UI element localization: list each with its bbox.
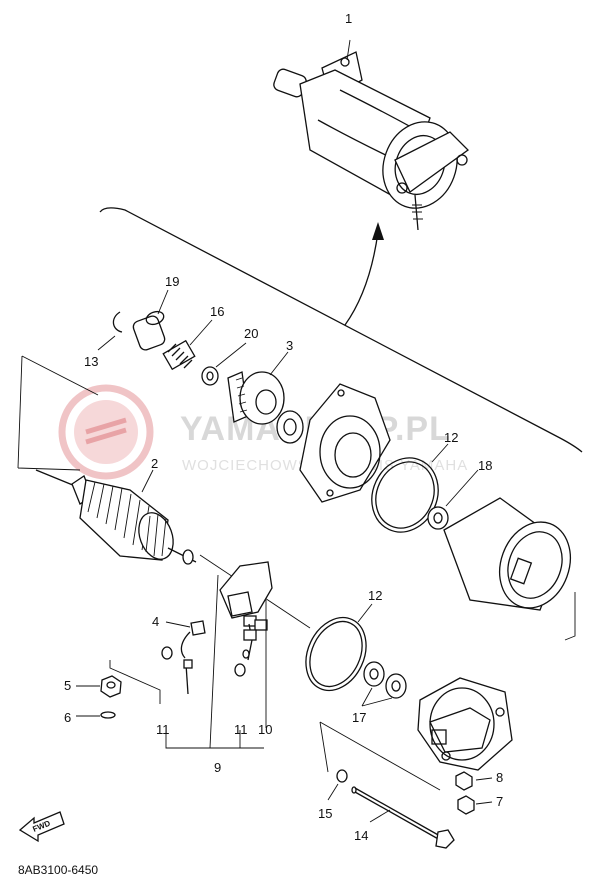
callout-17: 17 <box>352 710 366 725</box>
nut-5 <box>100 675 122 698</box>
callout-7: 7 <box>496 794 503 809</box>
collar-19 <box>132 310 166 351</box>
starter-motor-assembly <box>273 51 469 231</box>
washer-6 <box>100 711 116 719</box>
assembly-arrow-head <box>372 222 384 240</box>
callout-6: 6 <box>64 710 71 725</box>
washer-18 <box>427 506 449 530</box>
washer-20 <box>201 366 219 386</box>
diagram-part-code: 8AB3100-6450 <box>18 863 98 877</box>
nut-7 <box>457 795 475 815</box>
brush-holder-plate <box>219 561 273 661</box>
callout-4: 4 <box>152 614 159 629</box>
rear-cover <box>417 677 513 771</box>
group-bracket-left <box>17 355 99 471</box>
group-line-9 <box>165 730 264 749</box>
leader-20 <box>215 342 247 368</box>
assembly-arrow-line <box>344 231 379 326</box>
oil-seal <box>276 410 304 444</box>
leader-8 <box>475 777 493 781</box>
leader-2 <box>141 469 154 493</box>
armature-2 <box>35 469 197 565</box>
terminal-parts-11 <box>161 646 250 695</box>
callout-20: 20 <box>244 326 258 341</box>
assembly-bracket <box>99 207 583 453</box>
callout-9: 9 <box>214 760 221 775</box>
leader-13 <box>97 335 116 351</box>
leader-19 <box>157 289 169 315</box>
callout-8: 8 <box>496 770 503 785</box>
o-ring-15 <box>336 769 348 783</box>
callout-1: 1 <box>345 11 352 26</box>
leader-12-lower <box>357 603 373 623</box>
front-cover <box>299 383 391 503</box>
callout-19: 19 <box>165 274 179 289</box>
callout-16: 16 <box>210 304 224 319</box>
callout-15: 15 <box>318 806 332 821</box>
fwd-arrow-icon: FWD <box>18 811 65 843</box>
callout-2: 2 <box>151 456 158 471</box>
callout-12-lower: 12 <box>368 588 382 603</box>
callout-14: 14 <box>354 828 368 843</box>
leader-17 <box>361 687 393 707</box>
guide-line-9 <box>209 574 219 749</box>
yoke-housing <box>443 497 571 611</box>
group-bracket-11 <box>109 660 161 704</box>
brush-4 <box>180 620 206 659</box>
shims-17 <box>363 661 407 699</box>
leader-15 <box>327 783 339 801</box>
spring-16 <box>162 339 196 371</box>
leader-14 <box>369 809 391 823</box>
callout-3: 3 <box>286 338 293 353</box>
callout-11-right: 11 <box>234 722 248 737</box>
leader-7 <box>475 801 493 805</box>
callout-10: 10 <box>258 722 272 737</box>
circlip-13 <box>112 311 123 333</box>
leader-4 <box>165 621 191 628</box>
callout-13: 13 <box>84 354 98 369</box>
leader-12-upper <box>431 443 449 463</box>
leader-3 <box>269 351 289 376</box>
pinion-gear-3 <box>227 371 285 425</box>
nut-8 <box>455 771 473 791</box>
leader-1 <box>346 39 351 61</box>
callout-12-upper: 12 <box>444 430 458 445</box>
o-ring-12-lower <box>305 616 367 692</box>
callout-11-left: 11 <box>156 722 170 737</box>
through-bolt-14 <box>351 786 455 849</box>
group-bracket-rear <box>319 721 441 791</box>
group-bracket-right <box>564 592 576 641</box>
leader-16 <box>189 319 213 346</box>
watermark-logo <box>58 384 154 480</box>
leader-18 <box>445 469 479 507</box>
callout-18: 18 <box>478 458 492 473</box>
callout-5: 5 <box>64 678 71 693</box>
